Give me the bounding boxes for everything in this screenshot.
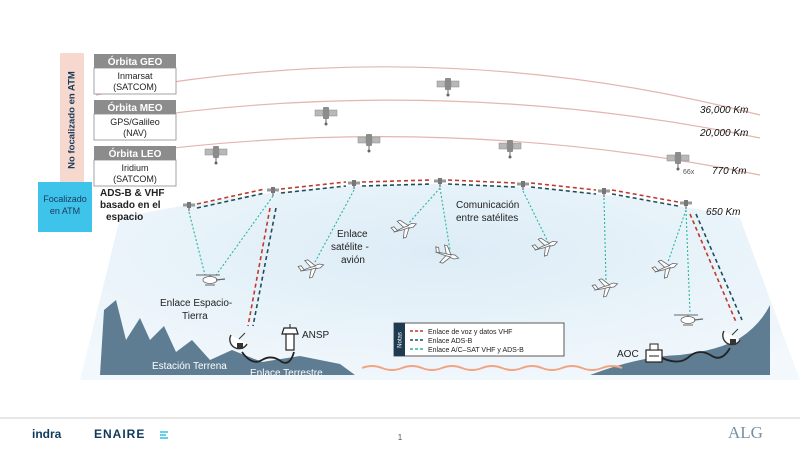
geo-satellite-icon <box>436 77 460 97</box>
space-based-line2: basado en el <box>100 200 161 211</box>
aircraft-satellite-link <box>188 211 206 276</box>
aircraft-satellite-link <box>603 197 607 282</box>
legend-title: Notas <box>398 332 404 348</box>
orbit-box-header: Órbita MEO <box>107 101 162 114</box>
intersat-link-vhf <box>280 181 347 190</box>
legend: Notas Enlace de voz y datos VHF Enlace AD… <box>393 322 565 357</box>
aircraft-satellite-link <box>407 187 441 225</box>
orbit-box-line2: (SATCOM) <box>113 174 157 184</box>
aircraft-satellite-link <box>213 195 274 279</box>
space-based-line3: espacio <box>106 212 143 223</box>
orbit-box-line1: Iridium <box>121 163 148 173</box>
aircraft-satellite-link <box>314 189 355 263</box>
not-focused-box <box>60 53 84 187</box>
aoc-terrestrial-link <box>661 347 731 363</box>
aoc-label: AOC <box>617 349 639 360</box>
ansp-label: ANSP <box>302 330 330 341</box>
mountains-left <box>100 300 355 375</box>
orbit-meo-line <box>95 99 761 139</box>
enaire-mark-icon <box>160 431 168 439</box>
intersat-link-vhf <box>530 182 597 191</box>
space-ground-link-vhf <box>247 207 271 327</box>
orbit-box-header-bg <box>94 146 176 160</box>
focused-box <box>38 182 92 232</box>
legend-item-label: Enlace ADS-B <box>428 338 473 345</box>
orbit-box-body <box>93 113 177 141</box>
space-ground-link-adsb <box>252 207 277 327</box>
legend-item-label: Enlace de voz y datos VHF <box>428 329 512 336</box>
orbit-box-header-bg <box>94 100 176 114</box>
leo-satellite-icon <box>666 151 690 171</box>
ansp-tower-icon <box>281 324 299 351</box>
terrestrial-link-line <box>241 351 295 364</box>
altitude-meo: 20,000 Km <box>699 128 748 139</box>
intersat-link-vhf <box>447 179 516 184</box>
meo-satellite-icon <box>314 106 338 126</box>
space-ground-label: Enlace Espacio- <box>160 298 232 309</box>
legend-item-label: Enlace A/C–SAT VHF y ADS-B <box>428 347 524 354</box>
space-ground-label: Tierra <box>182 311 208 322</box>
space-ground-link-adsb <box>695 213 743 321</box>
intersat-link-adsb <box>361 183 433 187</box>
intersatellite-links <box>196 179 679 209</box>
sea-wave <box>361 365 623 371</box>
sat-aircraft-label: avión <box>341 255 365 266</box>
space-ground-link-vhf <box>689 213 737 323</box>
intersat-link-vhf <box>196 188 266 205</box>
leo-satellite-icon <box>204 145 228 165</box>
enaire-logo: ENAIRE <box>94 427 145 441</box>
aoc-building-icon <box>645 343 663 363</box>
intersat-link-adsb <box>196 192 266 209</box>
alg-logo: ALG <box>728 423 763 442</box>
terrestrial-link-label: Enlace Terrestre <box>250 368 323 379</box>
focused-label-line2: en ATM <box>50 206 80 216</box>
aircraft-links <box>188 187 691 315</box>
leo-count-marker: 66x <box>683 169 695 176</box>
aircraft-satellite-link <box>522 190 549 243</box>
intersat-link-vhf <box>361 179 433 183</box>
sat-aircraft-label: satélite - <box>331 242 369 253</box>
orbit-box-line1: Inmarsat <box>117 71 153 81</box>
intersat-label: Comunicación <box>456 200 519 211</box>
focused-label-line1: Focalizado <box>43 194 87 204</box>
coverage-area <box>80 184 800 380</box>
intersat-link-adsb <box>280 185 347 194</box>
space-based-line1: ADS-B & VHF <box>100 188 164 199</box>
orbit-leo-line <box>95 136 761 176</box>
altitude-leo: 770 Km <box>712 166 746 177</box>
leo-satellite-icon <box>357 133 381 153</box>
orbit-box-line1: GPS/Galileo <box>110 117 160 127</box>
not-focused-label: No focalizado en ATM <box>67 71 78 169</box>
orbit-geo-line <box>95 66 761 116</box>
orbit-box-header-bg <box>94 54 176 68</box>
sat-aircraft-label: Enlace <box>337 229 368 240</box>
orbit-box-header: Órbita GEO <box>108 55 163 68</box>
page-number: 1 <box>398 433 403 442</box>
intersat-label: entre satélites <box>456 213 518 224</box>
orbit-lines <box>95 66 761 176</box>
indra-logo: indra <box>32 427 62 441</box>
aircraft-satellite-link <box>685 209 691 315</box>
orbit-box-line2: (NAV) <box>123 128 147 138</box>
orbit-box-body <box>93 159 177 187</box>
terrain-right <box>590 305 770 375</box>
orbit-box-header: Órbita LEO <box>109 147 162 160</box>
altitude-space-based: 650 Km <box>706 207 740 218</box>
orbit-box-body <box>93 67 177 95</box>
ground-station-label: Estación Terrena <box>152 361 227 372</box>
aircraft-satellite-link <box>439 187 451 251</box>
leo-satellite-icon <box>498 139 522 159</box>
intersat-link-adsb <box>530 186 597 195</box>
altitude-geo: 36,000 Km <box>700 105 748 116</box>
orbit-box-line2: (SATCOM) <box>113 82 157 92</box>
aircraft-satellite-link <box>667 209 687 263</box>
